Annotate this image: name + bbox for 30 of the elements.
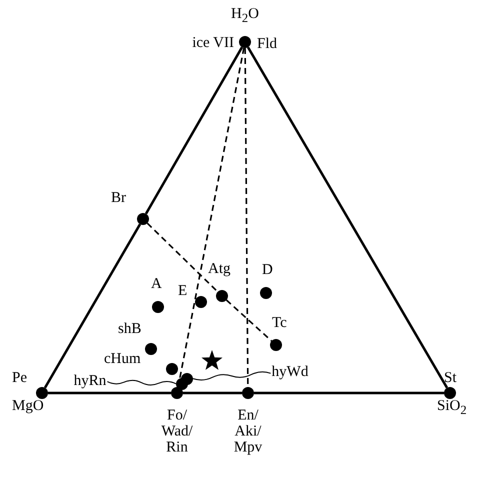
- point-label: Pe: [12, 371, 27, 387]
- point-label: SiO$_{2}$: [437, 398, 467, 418]
- point-label: E: [178, 284, 188, 300]
- point-label: St: [444, 371, 457, 387]
- leader-line: [192, 371, 272, 380]
- point-label: shB: [118, 322, 142, 338]
- dashed-line: [226, 299, 272, 342]
- line: [144, 46, 244, 214]
- point-label: ice VII: [192, 36, 234, 52]
- point-label: hyRn: [74, 372, 106, 390]
- line: [44, 224, 142, 388]
- point-label: cHum: [104, 352, 141, 368]
- point-label: Atg: [208, 262, 230, 278]
- point-label: D: [262, 263, 273, 279]
- point-label: Tc: [272, 316, 287, 332]
- line: [48, 392, 171, 394]
- line: [246, 46, 448, 388]
- point-label: Fo/ Wad/ Rin: [161, 408, 193, 456]
- point-label: Fld: [257, 37, 278, 53]
- point-label: H$_{2}$O: [231, 6, 259, 26]
- point-label: A: [151, 277, 162, 293]
- line: [254, 392, 444, 394]
- point-label: En/ Aki/ Mpv: [234, 408, 262, 456]
- point-label: hyWd: [272, 364, 308, 380]
- dashed-line: [146, 222, 218, 292]
- dashed-line: [244, 48, 249, 387]
- line: [183, 392, 242, 394]
- leader-line: [106, 380, 176, 386]
- point-label: MgO: [12, 399, 44, 415]
- point-label: Br: [111, 191, 126, 207]
